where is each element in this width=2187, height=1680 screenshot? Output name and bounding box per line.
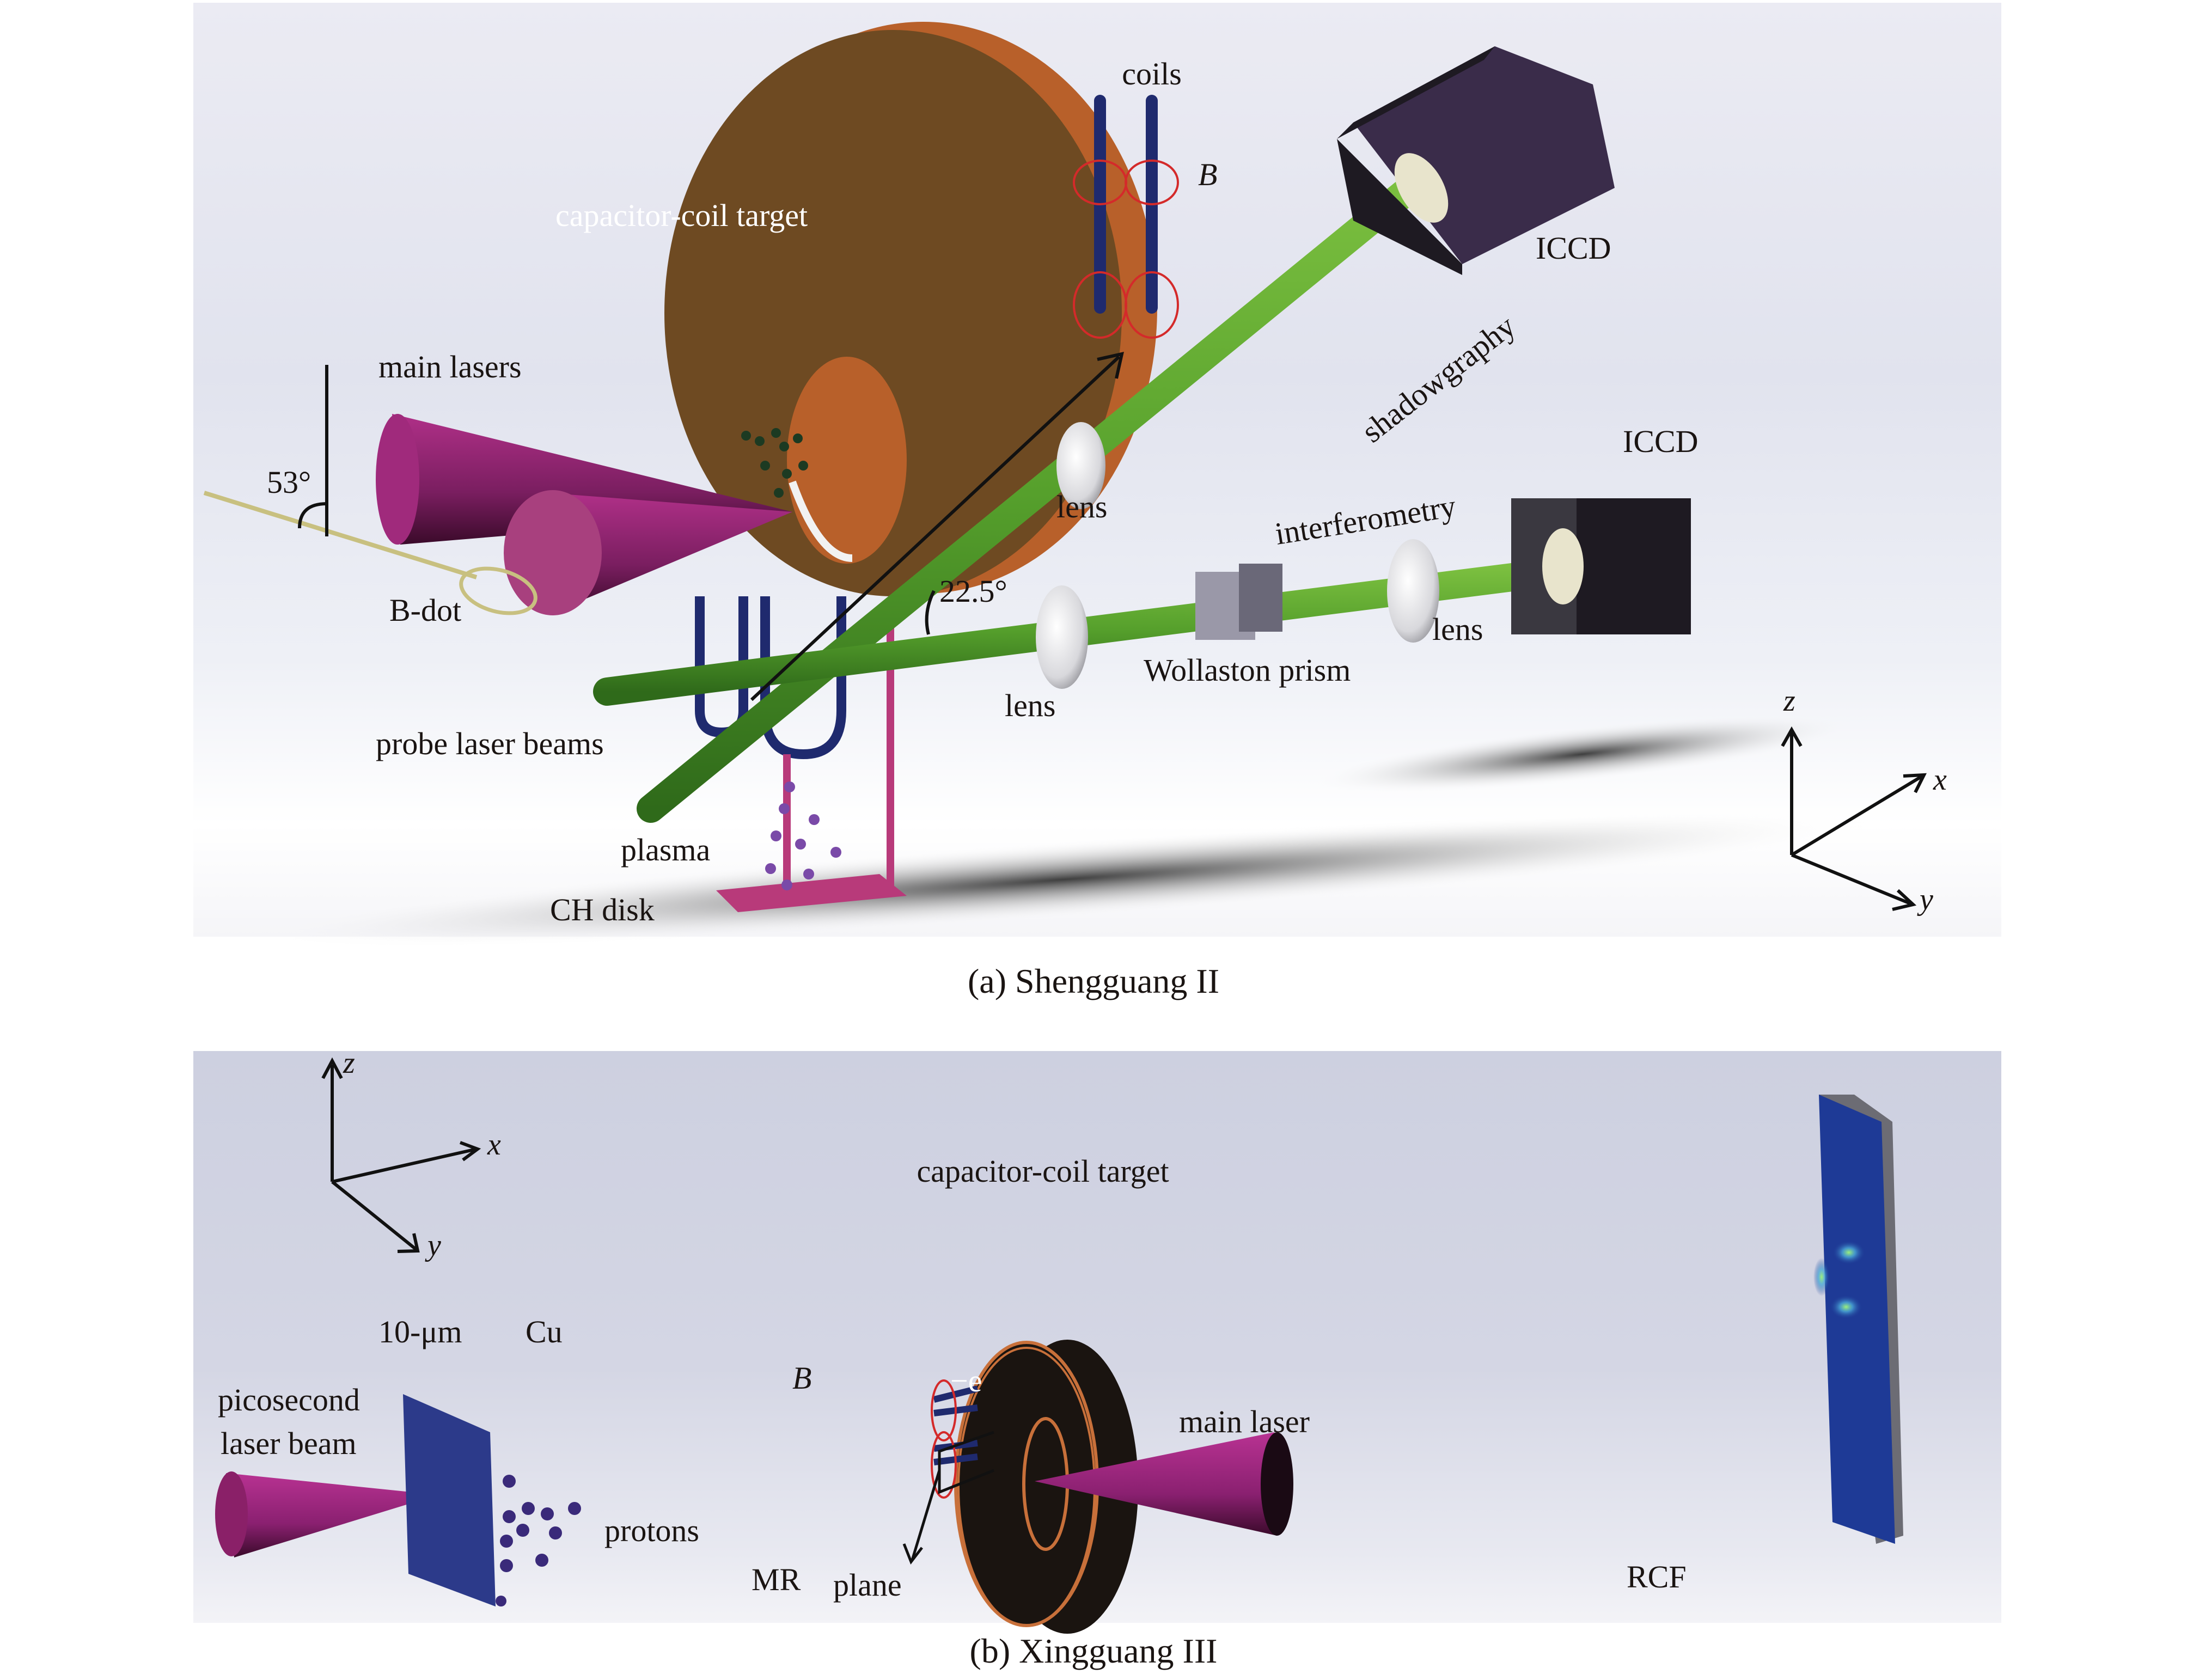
ch-disk [716,874,907,912]
panel-b-xingguang-setup: z x y capacitor-coil target 10-μm Cu pic… [193,1046,2001,1634]
label-iccd-bottom: ICCD [1623,424,1699,459]
label-shadowgraphy: shadowgraphy [1355,308,1522,449]
label-b-dot: B-dot [389,592,461,628]
label-plasma: plasma [621,832,710,868]
label-angle-22-5: 22.5° [939,573,1007,609]
label-lens-lower: lens [1005,688,1055,723]
label-lens-upper: lens [1056,489,1107,524]
label-coils: coils [1122,56,1182,91]
label-axis-y-b: y [425,1229,441,1262]
caption-panel-b: (b) Xingguang III [969,1632,1218,1670]
picosecond-laser-cone [215,1471,438,1557]
label-capacitor-coil-target-b: capacitor-coil target [917,1153,1169,1189]
label-protons: protons [604,1513,699,1548]
main-laser-cone-b [1035,1432,1293,1536]
label-main-laser-b: main laser [1179,1404,1310,1439]
axes-a [1781,726,1927,911]
panel-a-scene: coils B capacitor-coil target ICCD shado… [203,22,1947,948]
lens-lower [1036,585,1088,689]
beam-direction-arrow [750,352,1124,701]
label-thickness: 10-μm [378,1314,462,1349]
main-laser-cones [376,414,792,615]
caption-panel-a: (a) Shengguang II [967,962,1220,1000]
panel-a-shengguang-setup: coils B capacitor-coil target ICCD shado… [193,3,2001,948]
cu-foil [403,1394,496,1606]
iccd-camera-bottom [1511,498,1691,634]
b-field-loops [1073,160,1179,339]
label-iccd-top: ICCD [1536,230,1611,266]
angle-22-5-marker [925,590,936,635]
label-interferometry: interferometry [1273,488,1458,552]
target-debris [741,428,808,498]
iccd-camera-top [1337,46,1615,275]
axes-b [321,1057,481,1253]
rcf-plate [1813,1095,1903,1544]
label-main-lasers: main lasers [378,349,522,384]
label-ch-disk: CH disk [550,892,655,927]
label-wollaston-prism: Wollaston prism [1144,652,1351,688]
label-plane: plane [833,1567,902,1603]
label-axis-z: z [1783,684,1795,718]
ground-shadow-right [1311,714,1853,794]
label-axis-x: x [1933,763,1947,797]
ground-shadow [249,811,1880,948]
label-axis-z-b: z [343,1046,355,1080]
label-b-field-b: B [792,1360,811,1396]
shadowgraphy-beam [637,163,1438,823]
label-axis-x-b: x [487,1128,501,1162]
label-mr: MR [752,1562,801,1597]
angle-53-marker [298,365,328,536]
label-electron: −e [950,1363,982,1398]
b-dot-probe [203,491,537,615]
label-lens-right: lens [1432,612,1483,647]
plasma-particles [765,781,841,890]
lens-upper [1056,422,1105,509]
coils-diagram [1073,95,1179,339]
label-axis-y: y [1917,883,1933,917]
label-laser-beam: laser beam [221,1426,357,1461]
panel-b-scene: z x y capacitor-coil target 10-μm Cu pic… [215,1046,1903,1634]
label-probe-laser-beams: probe laser beams [376,726,604,761]
lens-right [1387,539,1439,643]
label-picosecond: picosecond [218,1382,360,1418]
label-angle-53: 53° [267,465,311,500]
label-rcf: RCF [1627,1559,1687,1595]
coil-stand [695,596,907,912]
mr-plane-arrow [902,1431,994,1565]
capacitor-coil-target-disk [664,22,1157,596]
proton-particles [496,1475,581,1606]
wollaston-prism [1195,564,1282,640]
label-b-field: B [1198,157,1217,192]
label-cu: Cu [526,1314,563,1349]
label-capacitor-coil-target: capacitor-coil target [555,198,808,233]
